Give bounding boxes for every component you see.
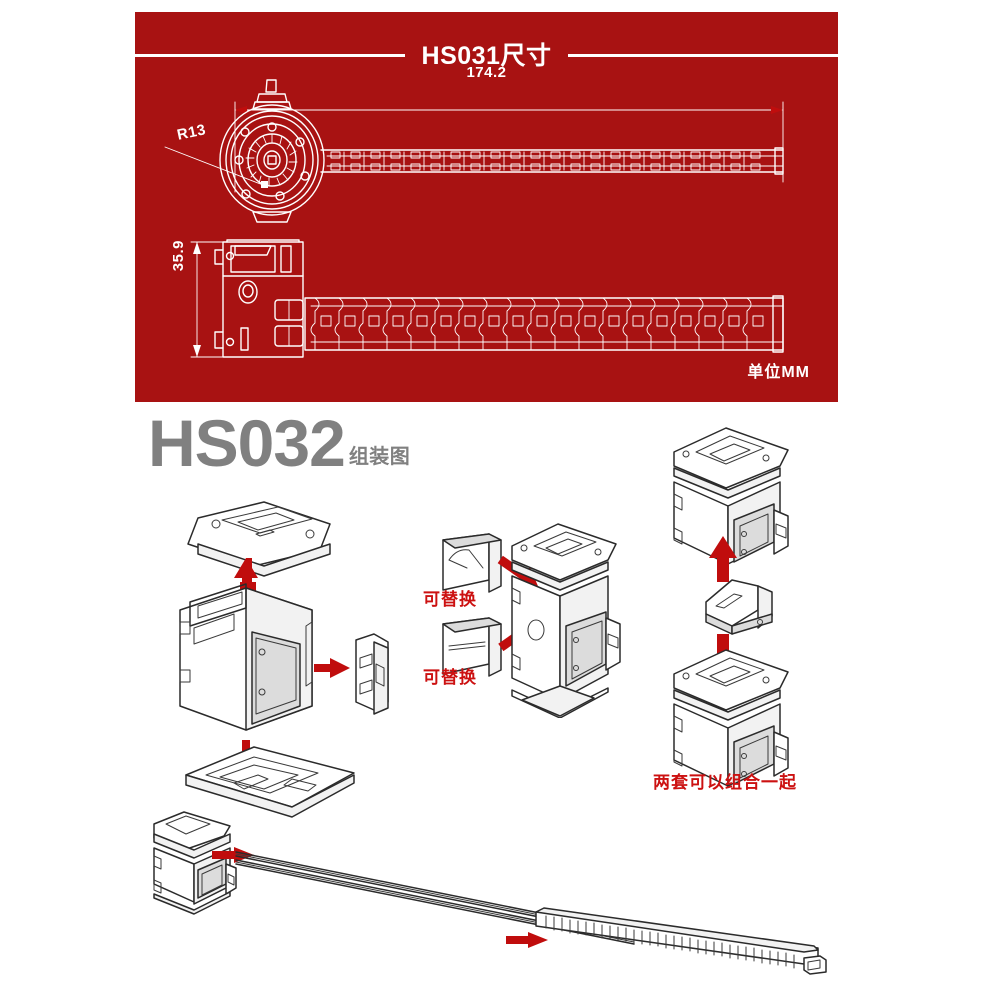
dimension-line-length	[234, 101, 784, 193]
hs031-spec-panel: HS031尺寸	[135, 12, 838, 402]
chain-segment-part	[535, 907, 827, 975]
rail-arrow-right	[506, 932, 548, 948]
hs032-heading-main: HS032	[148, 406, 346, 480]
chain-belt-side-view	[304, 295, 784, 353]
hs031-top-view-drawing	[164, 79, 784, 223]
callout-combine-two-sets: 两套可以组合一起	[653, 773, 797, 792]
stacked-unit-upper	[673, 427, 789, 565]
spec-panel-title-text: HS031尺寸	[407, 42, 566, 70]
dimension-line-height	[190, 241, 226, 358]
radius-leader-line	[164, 146, 268, 188]
hs031-side-view-drawing	[190, 239, 784, 358]
main-body-part	[179, 583, 313, 731]
reel-drum-top-view	[219, 79, 325, 223]
title-rule-right	[568, 54, 838, 57]
bottom-unit-part	[153, 811, 237, 915]
chain-belt-top-view	[320, 147, 784, 175]
replaceable-plate-top	[442, 533, 502, 593]
title-rule-left	[135, 54, 405, 57]
bottom-plate-part	[185, 746, 355, 818]
unit-label: 单位MM	[747, 364, 810, 381]
hs032-heading: HS032 组装图	[148, 406, 411, 480]
housing-side-view	[214, 239, 304, 358]
spec-panel-title: HS031尺寸	[135, 36, 838, 72]
callout-replaceable-bottom: 可替换	[423, 668, 477, 687]
replaceable-plate-bottom	[442, 617, 502, 677]
dimension-value-height: 35.9	[170, 240, 187, 272]
assembly-arrow-right	[314, 658, 350, 678]
connector-bracket-part	[705, 579, 773, 635]
center-assembled-unit	[511, 523, 621, 718]
dimension-value-length: 174.2	[466, 64, 507, 81]
hs032-heading-sub: 组装图	[348, 445, 411, 468]
stack-arrow-up	[709, 536, 737, 582]
top-cover-part	[187, 501, 331, 577]
stacked-unit-lower	[673, 649, 789, 787]
side-clip-part	[355, 633, 389, 715]
exploded-assembly-left	[179, 501, 389, 792]
callout-replaceable-top: 可替换	[423, 590, 477, 609]
spec-title-bar: HS031尺寸	[135, 38, 838, 72]
rail-arrow-left	[212, 847, 254, 863]
